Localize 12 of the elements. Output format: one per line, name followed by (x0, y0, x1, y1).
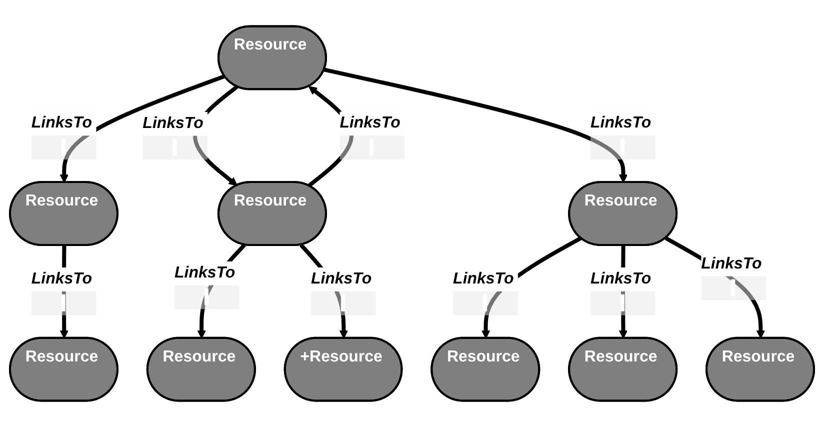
edge-label: LinksTo (174, 264, 236, 282)
edge-label: LinksTo (590, 114, 652, 132)
arrow (324, 68, 628, 183)
edge-label: LinksTo (142, 114, 204, 132)
edge-label: LinksTo (453, 270, 514, 288)
arrow (60, 74, 226, 183)
edge-label: LinksTo (31, 270, 92, 288)
edge-label: LinksTo (31, 114, 92, 132)
edge-label: LinksTo (310, 270, 372, 288)
edge-label: LinksTo (701, 255, 762, 272)
edge-label: LinksTo (340, 114, 400, 132)
edge-label: LinksTo (590, 270, 652, 288)
